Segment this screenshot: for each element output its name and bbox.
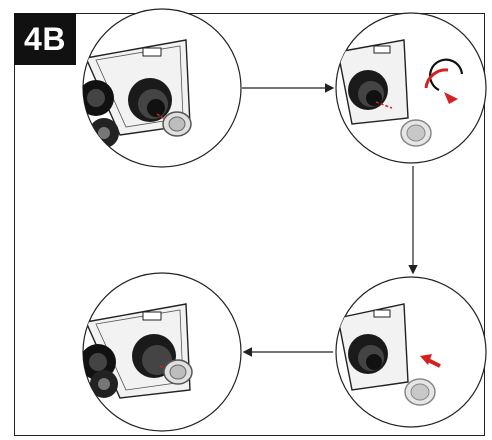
panel-2 — [335, 12, 487, 164]
illustration-frame — [14, 13, 485, 436]
panel-1 — [82, 8, 242, 168]
panel-3 — [335, 276, 487, 428]
panel-4 — [82, 272, 242, 432]
step-badge: 4B — [14, 13, 76, 65]
